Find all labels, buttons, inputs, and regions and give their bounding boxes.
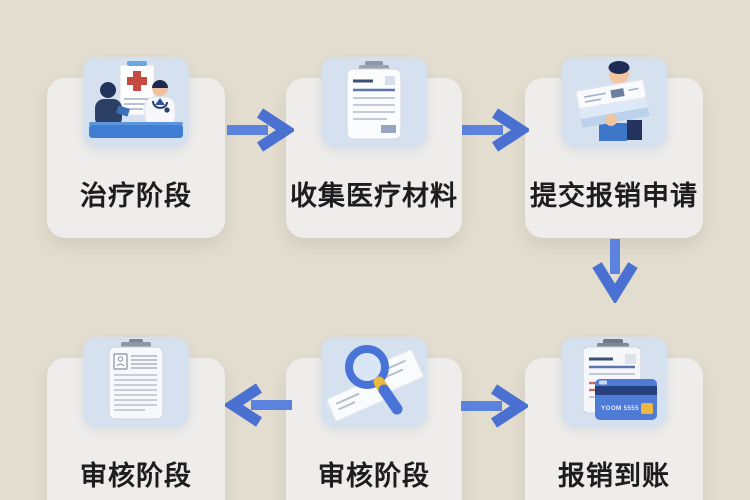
icon-tile [321, 337, 427, 427]
step-card-collect-materials: 收集医疗材料 [286, 57, 462, 238]
icon-tile [83, 57, 189, 147]
step-label: 审核阶段 [80, 461, 192, 491]
step-label: 治疗阶段 [80, 181, 192, 211]
step-card-treatment: 治疗阶段 [47, 57, 225, 238]
bank-card-clipboard-icon: YOOM 5555 [582, 339, 657, 420]
medical-clipboard-icon [346, 61, 402, 140]
bank-card-number-text: YOOM 5555 [601, 405, 639, 412]
icon-tile: YOOM 5555 [561, 337, 667, 427]
step-label: 审核阶段 [318, 461, 430, 491]
step-label: 报销到账 [558, 461, 670, 491]
step-card-review-left: 审核阶段 [47, 337, 225, 500]
arrow-right-icon [458, 384, 528, 428]
arrow-right-icon [459, 108, 529, 152]
arrow-left-icon [225, 383, 295, 427]
arrow-down-icon [592, 237, 638, 303]
step-card-submit-application: 提交报销申请 [525, 57, 703, 238]
magnifier-documents-icon [326, 345, 424, 422]
icon-tile [561, 57, 667, 147]
person-carrying-documents-icon [575, 61, 650, 141]
step-label: 提交报销申请 [530, 181, 698, 211]
step-card-reimbursement-arrival: YOOM 5555 报销到账 [525, 337, 703, 500]
icon-tile [321, 57, 427, 147]
step-card-review-middle: 审核阶段 [286, 337, 462, 500]
doctor-patient-consultation-icon [89, 61, 183, 138]
icon-tile [83, 337, 189, 427]
arrow-right-icon [224, 108, 294, 152]
step-label: 收集医疗材料 [290, 181, 458, 211]
review-form-clipboard-icon [108, 339, 164, 420]
